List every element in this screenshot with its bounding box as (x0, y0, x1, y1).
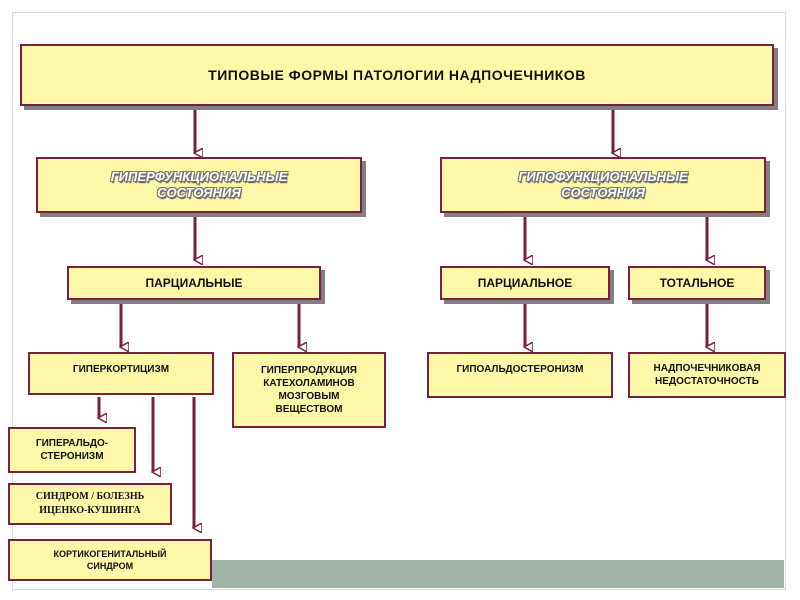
corticogenital-box: КОРТИКОГЕНИТАЛЬНЫЙ СИНДРОМ (8, 539, 212, 581)
hypoaldosteronism-box: ГИПОАЛЬДОСТЕРОНИЗМ (427, 352, 613, 398)
hypercorticism-label: ГИПЕРКОРТИЦИЗМ (72, 364, 170, 375)
title-box: ТИПОВЫЕ ФОРМЫ ПАТОЛОГИИ НАДПОЧЕЧНИКОВ (20, 44, 774, 106)
hypercorticism-box: ГИПЕРКОРТИЦИЗМ (28, 352, 214, 395)
title-text: ТИПОВЫЕ ФОРМЫ ПАТОЛОГИИ НАДПОЧЕЧНИКОВ (208, 67, 586, 83)
catecholamine-label: ГИПЕРПРОДУКЦИЯ КАТЕХОЛАМИНОВ МОЗГОВЫМ ВЕ… (260, 365, 357, 415)
hypofunctional-box: ГИПОФУНКЦИОНАЛЬНЫЕ СОСТОЯНИЯ (440, 157, 766, 213)
hyper-partial-box: ПАРЦИАЛЬНЫЕ (67, 266, 321, 300)
bottom-band (212, 560, 784, 588)
hyperaldosteronism-box: ГИПЕРАЛЬДО- СТЕРОНИЗМ (8, 427, 136, 473)
hyperfunctional-box: ГИПЕРФУНКЦИОНАЛЬНЫЕ СОСТОЯНИЯ (36, 157, 362, 213)
cushing-label: СИНДРОМ / БОЛЕЗНЬ ИЦЕНКО-КУШИНГА (35, 491, 145, 516)
hyperaldosteronism-label: ГИПЕРАЛЬДО- СТЕРОНИЗМ (35, 438, 109, 462)
hyper-partial-label: ПАРЦИАЛЬНЫЕ (145, 276, 243, 290)
catecholamine-box: ГИПЕРПРОДУКЦИЯ КАТЕХОЛАМИНОВ МОЗГОВЫМ ВЕ… (232, 352, 386, 428)
hypo-partial-label: ПАРЦИАЛЬНОЕ (477, 276, 573, 290)
hypo-total-box: ТОТАЛЬНОЕ (628, 266, 766, 300)
corticogenital-label: КОРТИКОГЕНИТАЛЬНЫЙ СИНДРОМ (53, 549, 167, 571)
cushing-box: СИНДРОМ / БОЛЕЗНЬ ИЦЕНКО-КУШИНГА (8, 483, 172, 525)
hypo-partial-box: ПАРЦИАЛЬНОЕ (440, 266, 610, 300)
adrenal-insufficiency-label: НАДПОЧЕЧНИКОВАЯ НЕДОСТАТОЧНОСТЬ (653, 363, 761, 387)
adrenal-insufficiency-box: НАДПОЧЕЧНИКОВАЯ НЕДОСТАТОЧНОСТЬ (628, 352, 786, 398)
hypo-total-label: ТОТАЛЬНОЕ (659, 276, 735, 290)
hypoaldosteronism-label: ГИПОАЛЬДОСТЕРОНИЗМ (456, 364, 584, 375)
hypofunctional-label: ГИПОФУНКЦИОНАЛЬНЫЕ СОСТОЯНИЯ (518, 169, 688, 200)
hyperfunctional-label: ГИПЕРФУНКЦИОНАЛЬНЫЕ СОСТОЯНИЯ (110, 169, 288, 200)
